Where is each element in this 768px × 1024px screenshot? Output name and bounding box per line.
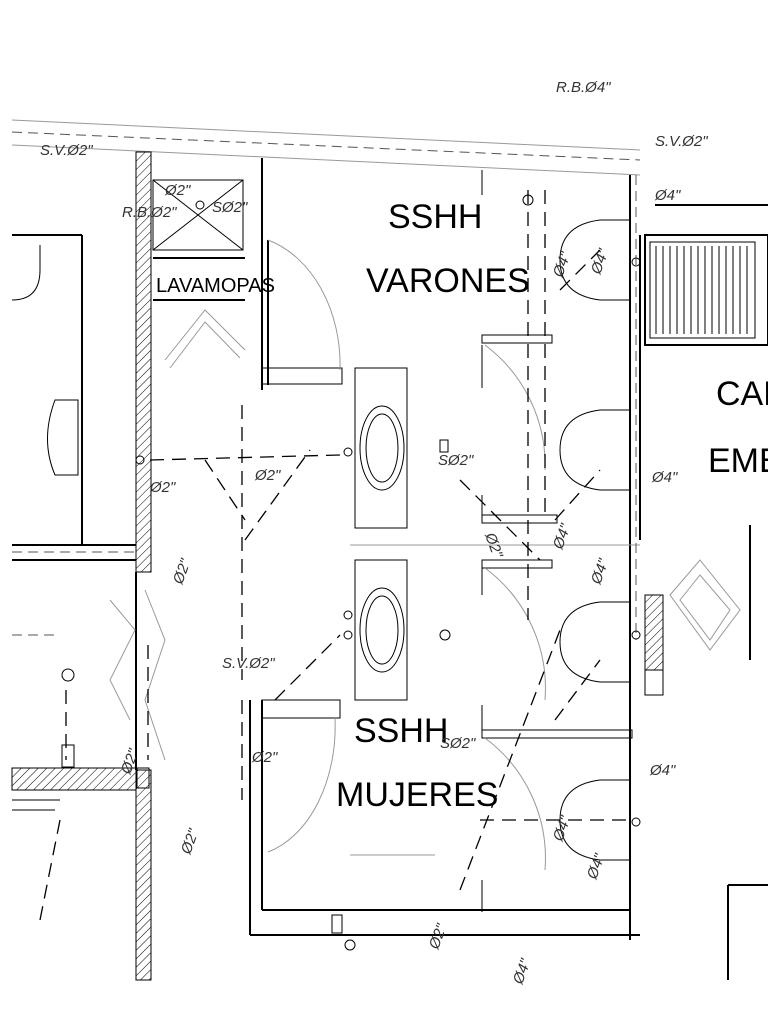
- label-so-shaft: SØ2": [212, 199, 248, 216]
- label-d4-bottom-edge: Ø4": [509, 956, 534, 987]
- label-rb-top: R.B.Ø4": [556, 79, 611, 96]
- top-boundary-lines: [11, 119, 768, 206]
- mujeres-subtitle: MUJERES: [336, 776, 498, 814]
- label-d4-wc4: Ø4": [583, 851, 608, 882]
- label-d4-right-lower: Ø4": [649, 762, 676, 779]
- label-so-mujeres: SØ2": [440, 735, 476, 752]
- varones-subtitle: VARONES: [366, 262, 530, 300]
- varones-title: SSHH: [388, 198, 482, 236]
- label-d2-shaft: Ø2": [164, 182, 191, 199]
- label-d4-top-right: Ø4": [654, 187, 681, 204]
- lavamopas-room: [152, 179, 246, 369]
- label-d4-right-mid: Ø4": [651, 469, 678, 486]
- mujeres-walls: [249, 699, 640, 936]
- left-wall: [135, 151, 152, 981]
- label-rb-left: R.B.Ø2": [122, 204, 177, 221]
- left-office: [11, 234, 166, 811]
- label-d4-wc1: Ø4": [549, 249, 574, 280]
- label-d4-bottom: Ø4": [587, 556, 612, 587]
- caf-label-line2: EMB: [708, 442, 768, 480]
- right-area: [644, 234, 768, 980]
- label-d2-left-wall: Ø2": [149, 479, 176, 496]
- label-sv-right: S.V.Ø2": [655, 133, 708, 150]
- label-d4-wc2: Ø4": [549, 521, 574, 552]
- pipe-runs: [12, 175, 637, 921]
- toilet-fixtures: [484, 219, 631, 871]
- lavamopas-label: LAVAMOPAS: [156, 275, 275, 297]
- stall-partitions: [481, 170, 633, 912]
- lavatory-counter: [350, 367, 640, 701]
- caf-label-line1: CAF: [716, 375, 768, 413]
- label-d2-center: Ø2": [254, 467, 281, 484]
- label-so-varones: SØ2": [438, 452, 474, 469]
- fixture-markers: [61, 194, 641, 951]
- label-sv-center: S.V.Ø2": [222, 655, 275, 672]
- label-d2-diag-left: Ø2": [169, 556, 194, 587]
- label-d4-wc1b: Ø4": [587, 246, 612, 277]
- label-d2-center-diag: Ø2": [481, 530, 506, 561]
- label-d2-bottom: Ø2": [425, 921, 450, 952]
- mujeres-title: SSHH: [354, 712, 448, 750]
- label-d2-diag-low: Ø2": [177, 826, 202, 857]
- label-d2-mid-lower: Ø2": [251, 749, 278, 766]
- label-d4-wc3: Ø4": [549, 813, 574, 844]
- label-sv-left: S.V.Ø2": [40, 142, 93, 159]
